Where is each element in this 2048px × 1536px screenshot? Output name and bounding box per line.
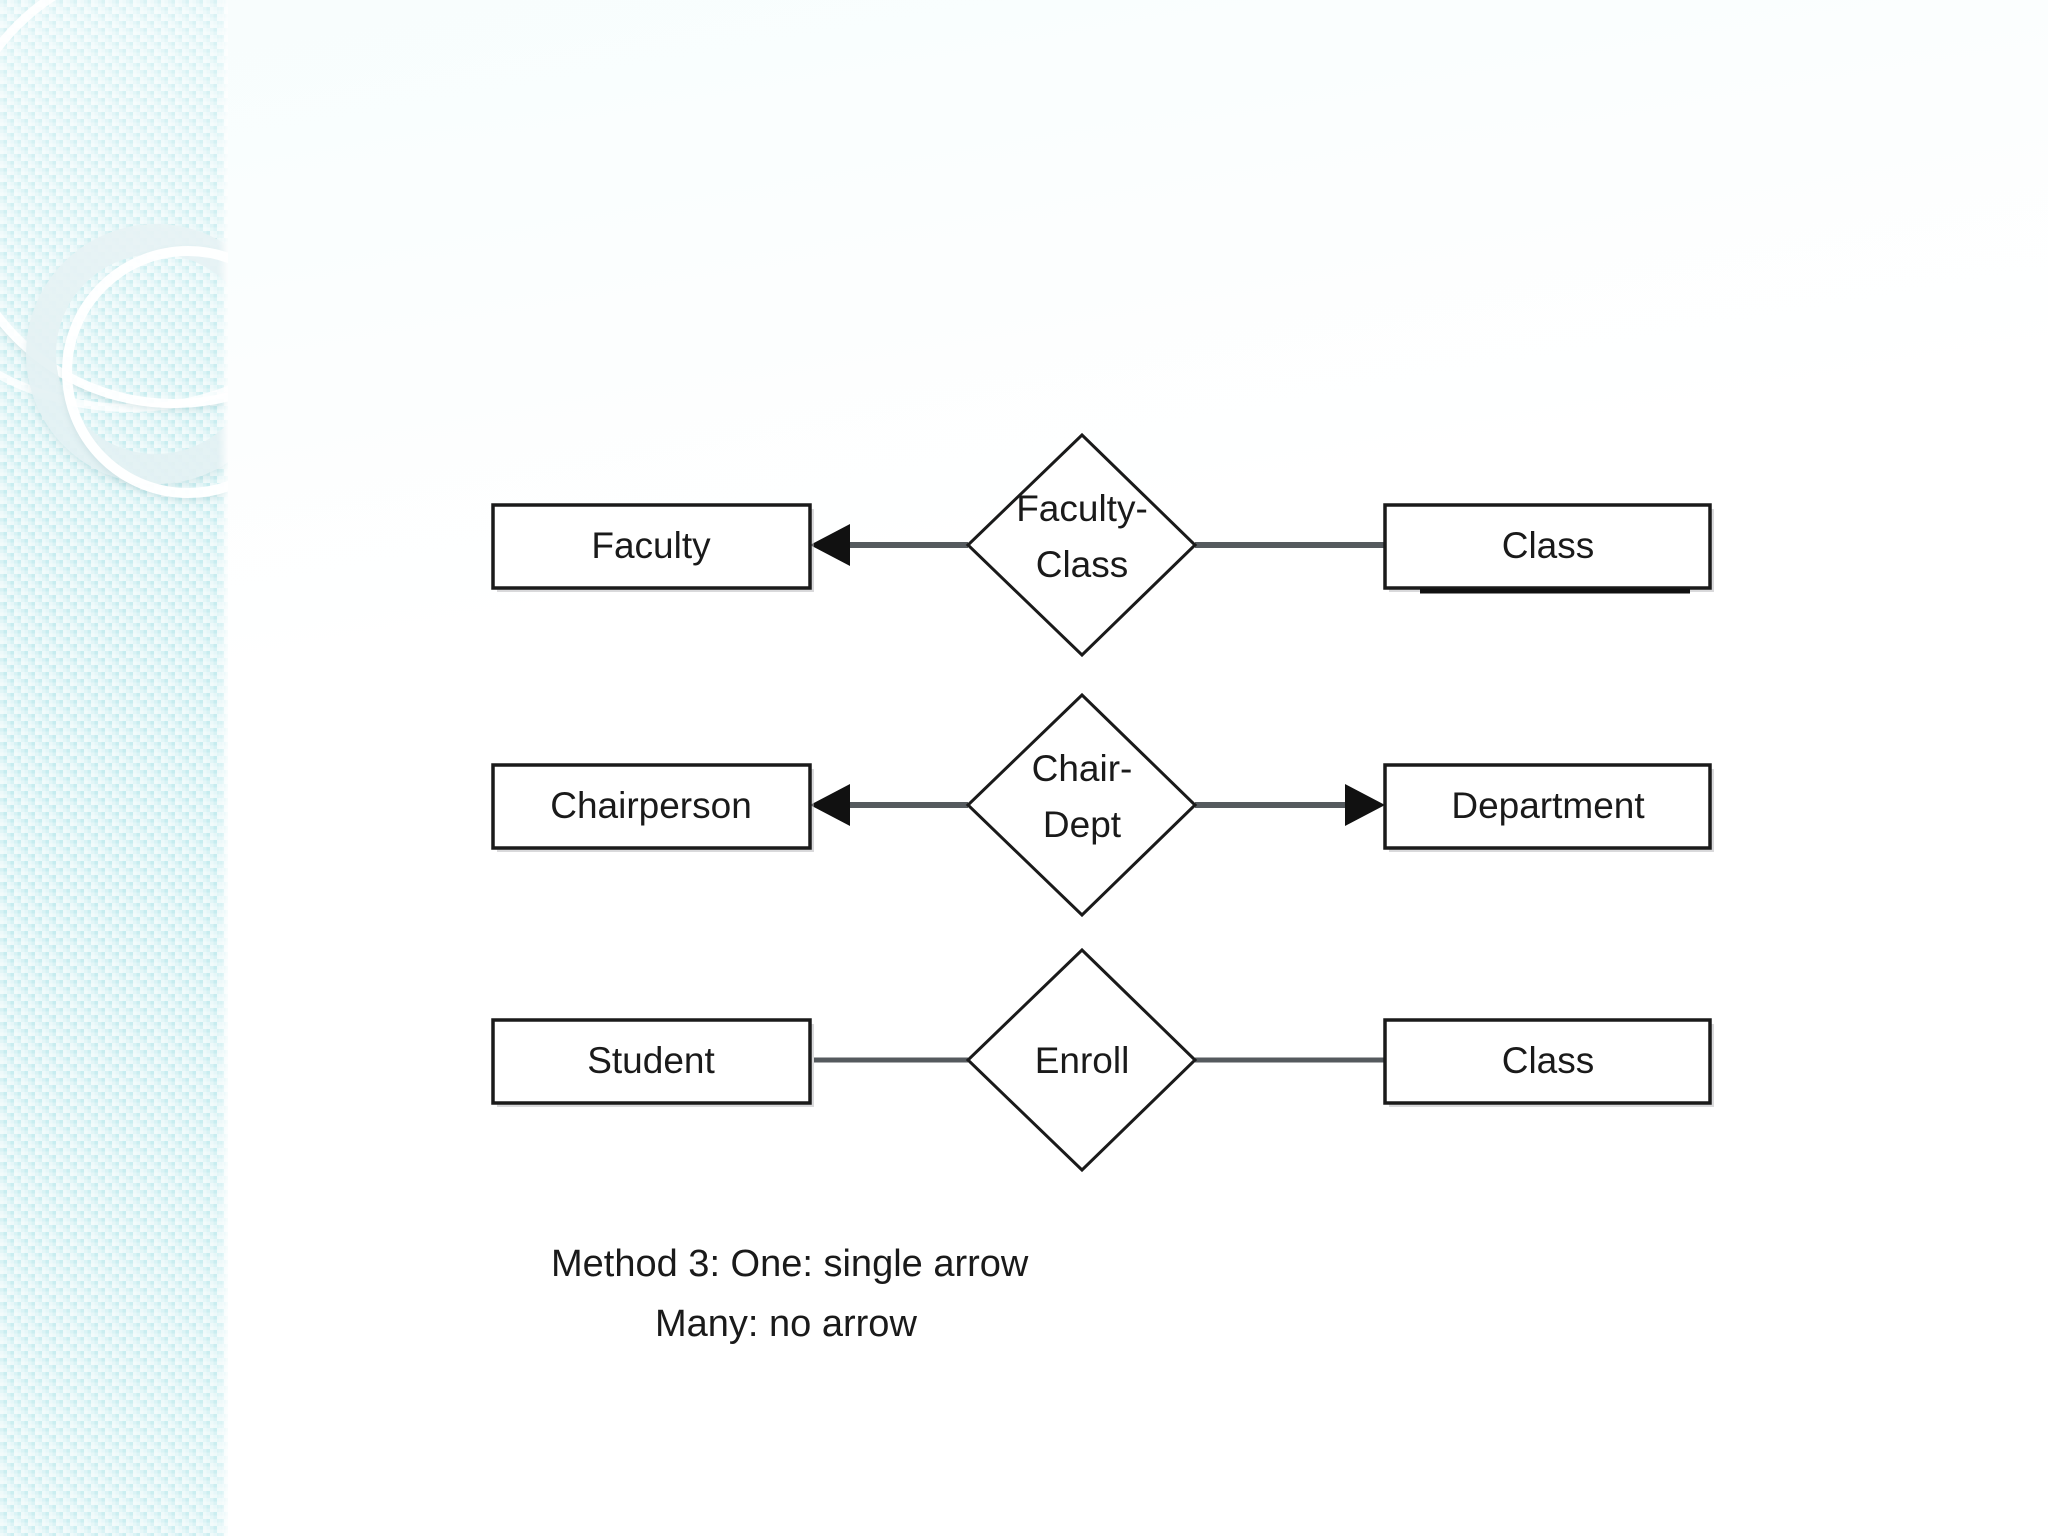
- entity-box-department[interactable]: Department: [1383, 763, 1714, 852]
- relationship-label-faculty-class-line1: Faculty-: [1016, 488, 1148, 529]
- relationship-diamond-enroll-shape: [965, 947, 1198, 1173]
- entity-box-chairperson[interactable]: Chairperson: [491, 763, 814, 852]
- entity-box-student-rect: [491, 1018, 812, 1105]
- entity-box-class-top[interactable]: Class: [1383, 503, 1714, 594]
- entity-box-class-bottom[interactable]: Class: [1383, 1018, 1714, 1107]
- entity-label-faculty: Faculty: [591, 525, 711, 566]
- entity-box-chairperson-rect: [491, 763, 812, 850]
- caption-line-1: Method 3: One: single arrow: [551, 1243, 1029, 1285]
- entity-box-class-top-rect: [1383, 503, 1712, 590]
- entity-label-class-bottom: Class: [1502, 1040, 1595, 1081]
- er-row-student-enroll-class: Student Enroll Class: [491, 947, 1714, 1173]
- relationship-diamond-chair-dept[interactable]: Chair- Dept: [965, 692, 1198, 918]
- entity-box-student[interactable]: Student: [491, 1018, 814, 1107]
- relationship-diamond-faculty-class-shape: [965, 432, 1198, 658]
- arrowhead-left-chairperson: [810, 784, 850, 826]
- sidebar-overlay-gradient: [0, 0, 228, 1536]
- relationship-label-chair-dept-line1: Chair-: [1032, 748, 1133, 789]
- entity-box-faculty[interactable]: Faculty: [491, 503, 814, 592]
- entity-label-chairperson: Chairperson: [550, 785, 752, 826]
- entity-label-class-top: Class: [1502, 525, 1595, 566]
- caption-line-2: Many: no arrow: [655, 1303, 917, 1345]
- entity-box-class-bottom-rect: [1383, 1018, 1712, 1105]
- relationship-diamond-chair-dept-shape: [965, 692, 1198, 918]
- relationship-label-chair-dept-line2: Dept: [1043, 804, 1122, 845]
- relationship-label-faculty-class-line2: Class: [1036, 544, 1129, 585]
- arrowhead-left-faculty: [810, 524, 850, 566]
- relationship-label-enroll: Enroll: [1035, 1040, 1130, 1081]
- er-row-chair-dept: Chairperson Chair- Dept Department: [491, 692, 1714, 918]
- er-row-faculty-class: Faculty Faculty- Class Class: [491, 432, 1714, 658]
- relationship-diamond-faculty-class[interactable]: Faculty- Class: [965, 432, 1198, 658]
- entity-label-student: Student: [587, 1040, 715, 1081]
- decorative-sidebar: [0, 0, 228, 1536]
- entity-box-faculty-rect: [491, 503, 812, 590]
- arrowhead-right-department: [1345, 784, 1385, 826]
- relationship-diamond-enroll[interactable]: Enroll: [965, 947, 1198, 1173]
- diagram-caption: Method 3: One: single arrow Many: no arr…: [551, 1243, 1029, 1345]
- sidebar-right-edge-fade: [218, 0, 228, 1536]
- entity-label-department: Department: [1451, 785, 1645, 826]
- entity-box-department-rect: [1383, 763, 1712, 850]
